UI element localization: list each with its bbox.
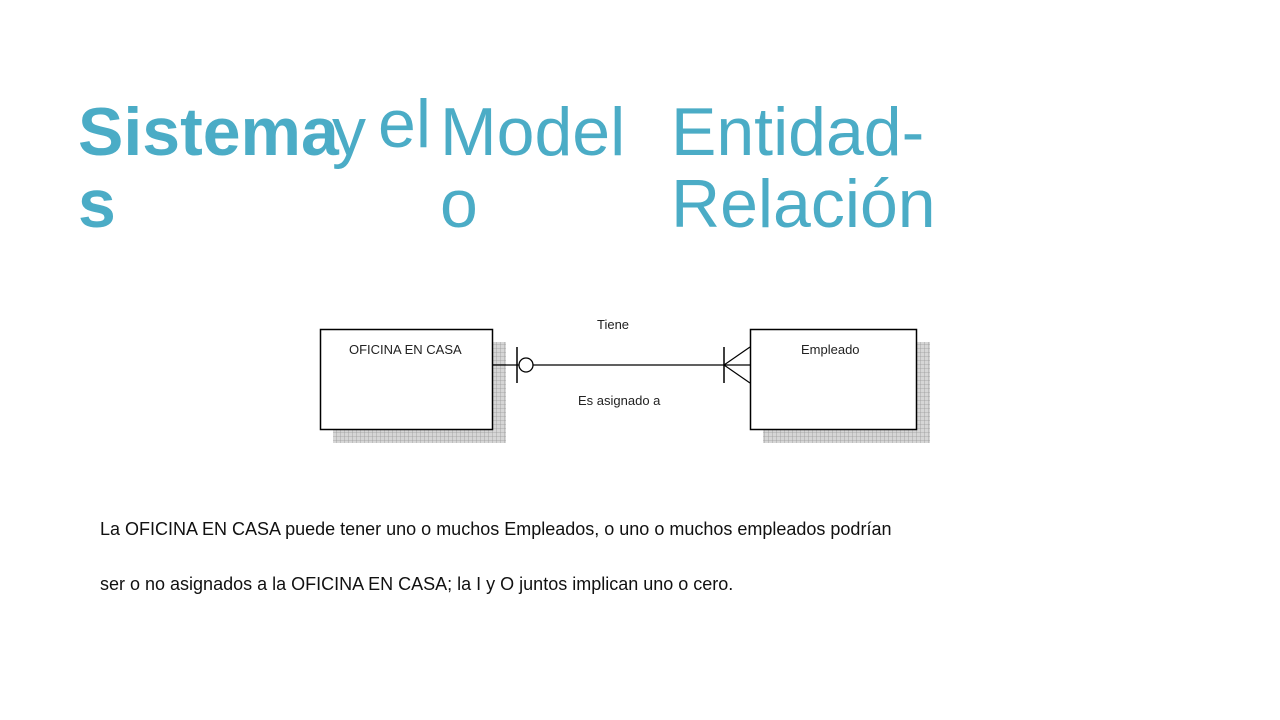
title-word-entidad-relacion: Entidad- Relación [671, 96, 936, 240]
entity-label-empleado: Empleado [801, 342, 860, 357]
zero-or-one-notation [516, 347, 534, 383]
title-line: y [332, 94, 366, 170]
relationship-label-es-asignado-a: Es asignado a [578, 393, 661, 408]
title-line: o [440, 166, 478, 242]
title-line: Model [440, 94, 626, 170]
title-word-sistemas: Sistema s [78, 96, 339, 240]
caption-line-1: La OFICINA EN CASA puede tener uno o muc… [100, 519, 892, 539]
title-line: Entidad- [671, 94, 925, 170]
one-or-many-notation [723, 346, 751, 384]
relationship-label-tiene: Tiene [597, 317, 629, 332]
caption-line-2: ser o no asignados a la OFICINA EN CASA;… [100, 574, 734, 594]
entity-label-oficina-en-casa: OFICINA EN CASA [349, 342, 462, 357]
entity-box-oficina-en-casa [319, 328, 494, 431]
title-line: el [378, 86, 431, 162]
title-word-el: el [378, 88, 431, 160]
entity-box-empleado [749, 328, 918, 431]
title-word-y: y [332, 96, 366, 168]
title-line: Relación [671, 166, 936, 242]
title-line: s [78, 166, 116, 242]
title-line: Sistema [78, 94, 339, 170]
title-word-modelo: Model o [440, 96, 625, 240]
